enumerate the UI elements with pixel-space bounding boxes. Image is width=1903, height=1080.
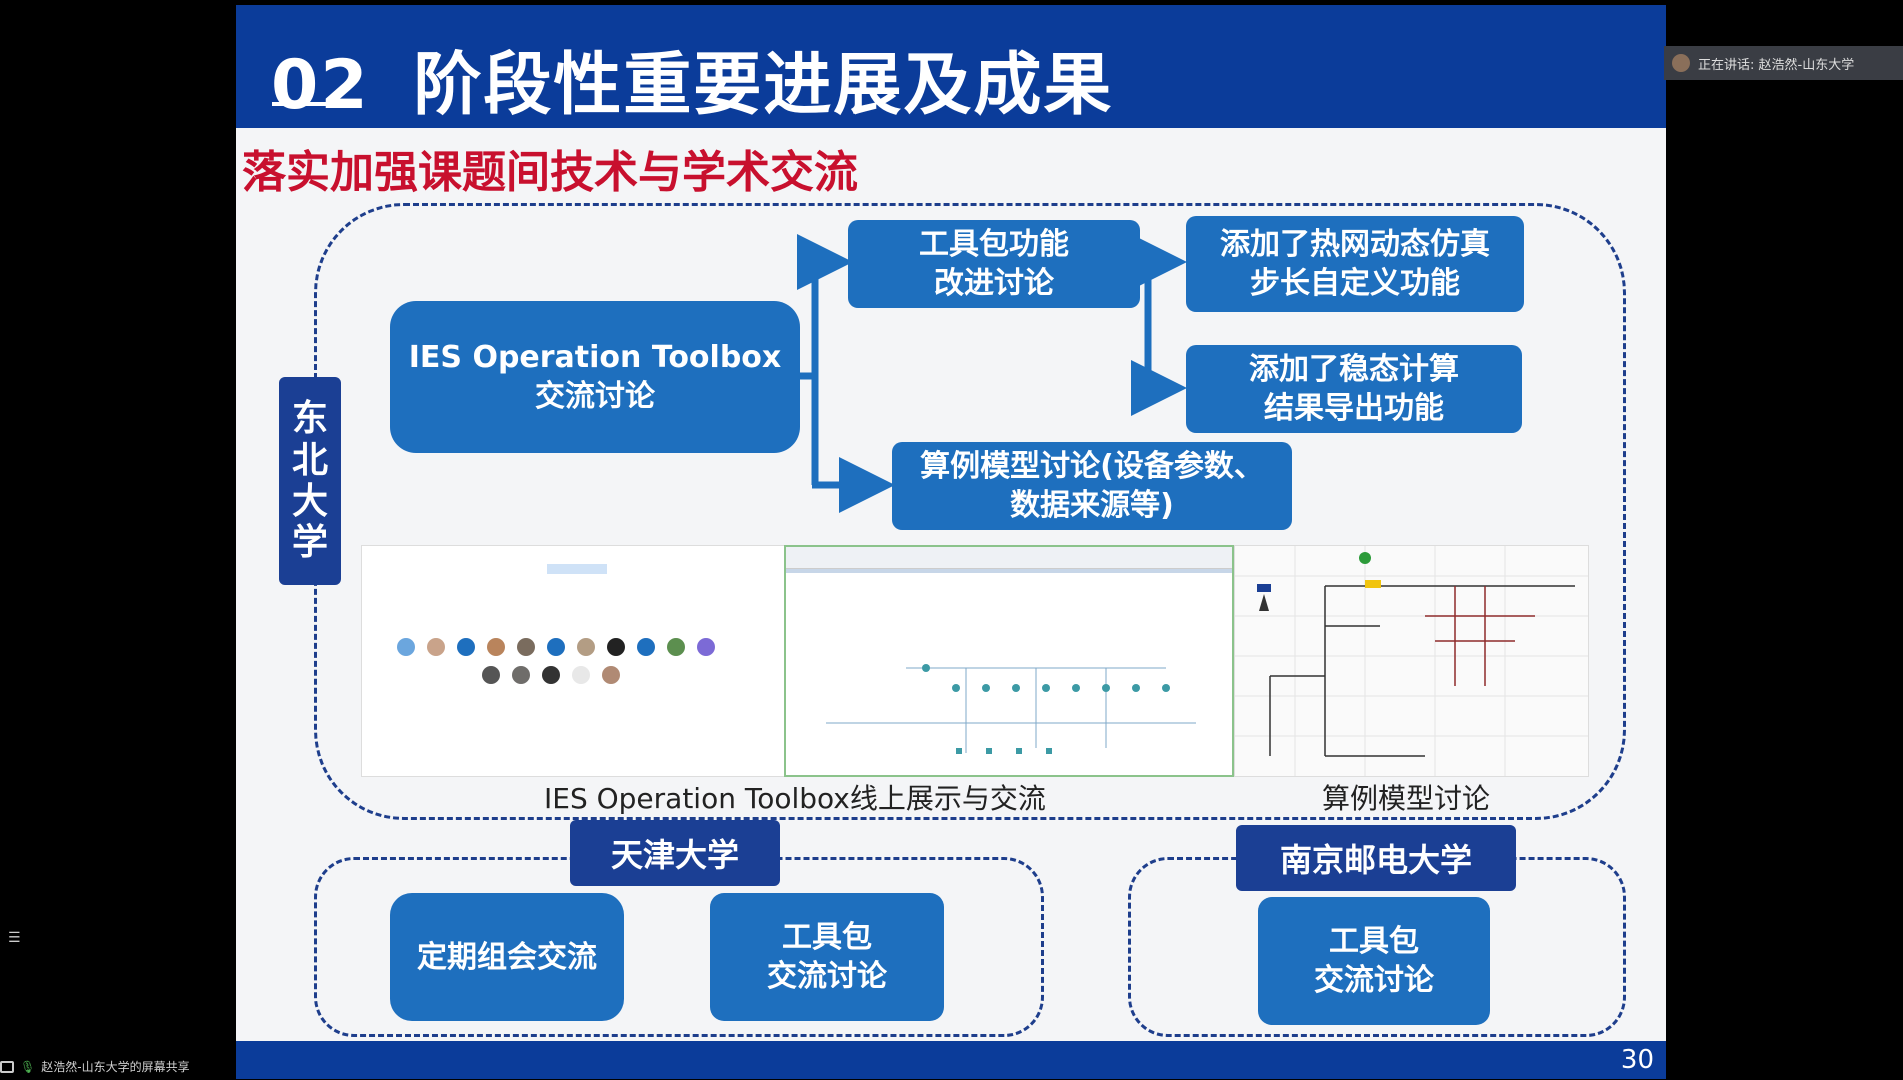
menu-icon[interactable]: ☰	[8, 930, 21, 946]
section-number: 02	[271, 46, 370, 125]
speaker-label: 正在讲话: 赵浩然-山东大学	[1698, 57, 1855, 73]
tianjin-toolbox-discussion-node: 工具包 交流讨论	[710, 893, 944, 1021]
ies-toolbox-discussion-node: IES Operation Toolbox 交流讨论	[390, 301, 800, 453]
presentation-slide: 02 阶段性重要进展及成果 落实加强课题间技术与学术交流 东 北 大 学 IES…	[236, 5, 1666, 1079]
screen-share-icon	[0, 1060, 14, 1073]
tianjin-university-tag: 天津大学	[570, 820, 780, 886]
northeastern-university-tag: 东 北 大 学	[279, 377, 341, 585]
tianjin-university-label: 天津大学	[610, 836, 739, 874]
active-speaker-banner[interactable]: 正在讲话: 赵浩然-山东大学	[1664, 46, 1903, 80]
speaker-avatar	[1672, 54, 1690, 72]
screen-share-label: 赵浩然-山东大学的屏幕共享	[41, 1060, 190, 1074]
toolbox-improvement-node: 工具包功能 改进讨论	[848, 220, 1140, 308]
page-number: 30	[1620, 1045, 1654, 1075]
feature-heat-network-node: 添加了热网动态仿真 步长自定义功能	[1186, 216, 1524, 312]
slide-title: 02 阶段性重要进展及成果	[271, 29, 1113, 128]
toolbox-software-screenshot	[784, 545, 1234, 777]
online-meeting-screenshot	[361, 545, 806, 777]
case-model-caption: 算例模型讨论	[1322, 782, 1491, 815]
case-model-screenshot	[1234, 545, 1589, 777]
case-model-discussion-node: 算例模型讨论(设备参数、 数据来源等)	[892, 442, 1292, 530]
northeastern-university-label: 东 北 大 学	[291, 398, 328, 564]
mic-icon: 🎙	[20, 1059, 36, 1074]
section-number-underline	[272, 102, 354, 106]
section-title: 阶段性重要进展及成果	[413, 46, 1114, 125]
nanjing-toolbox-discussion-node: 工具包 交流讨论	[1258, 897, 1490, 1025]
nanjing-university-tag: 南京邮电大学	[1236, 825, 1516, 891]
slide-subtitle: 落实加强课题间技术与学术交流	[242, 147, 858, 198]
regular-meeting-node: 定期组会交流	[390, 893, 624, 1021]
slide-footer: 30	[236, 1041, 1666, 1079]
feature-export-node: 添加了稳态计算 结果导出功能	[1186, 345, 1522, 433]
screen-share-indicator: 🎙 赵浩然-山东大学的屏幕共享	[0, 1058, 190, 1075]
online-demo-caption: IES Operation Toolbox线上展示与交流	[544, 782, 1046, 815]
slide-header: 02 阶段性重要进展及成果	[236, 5, 1666, 128]
nanjing-university-label: 南京邮电大学	[1279, 841, 1472, 879]
